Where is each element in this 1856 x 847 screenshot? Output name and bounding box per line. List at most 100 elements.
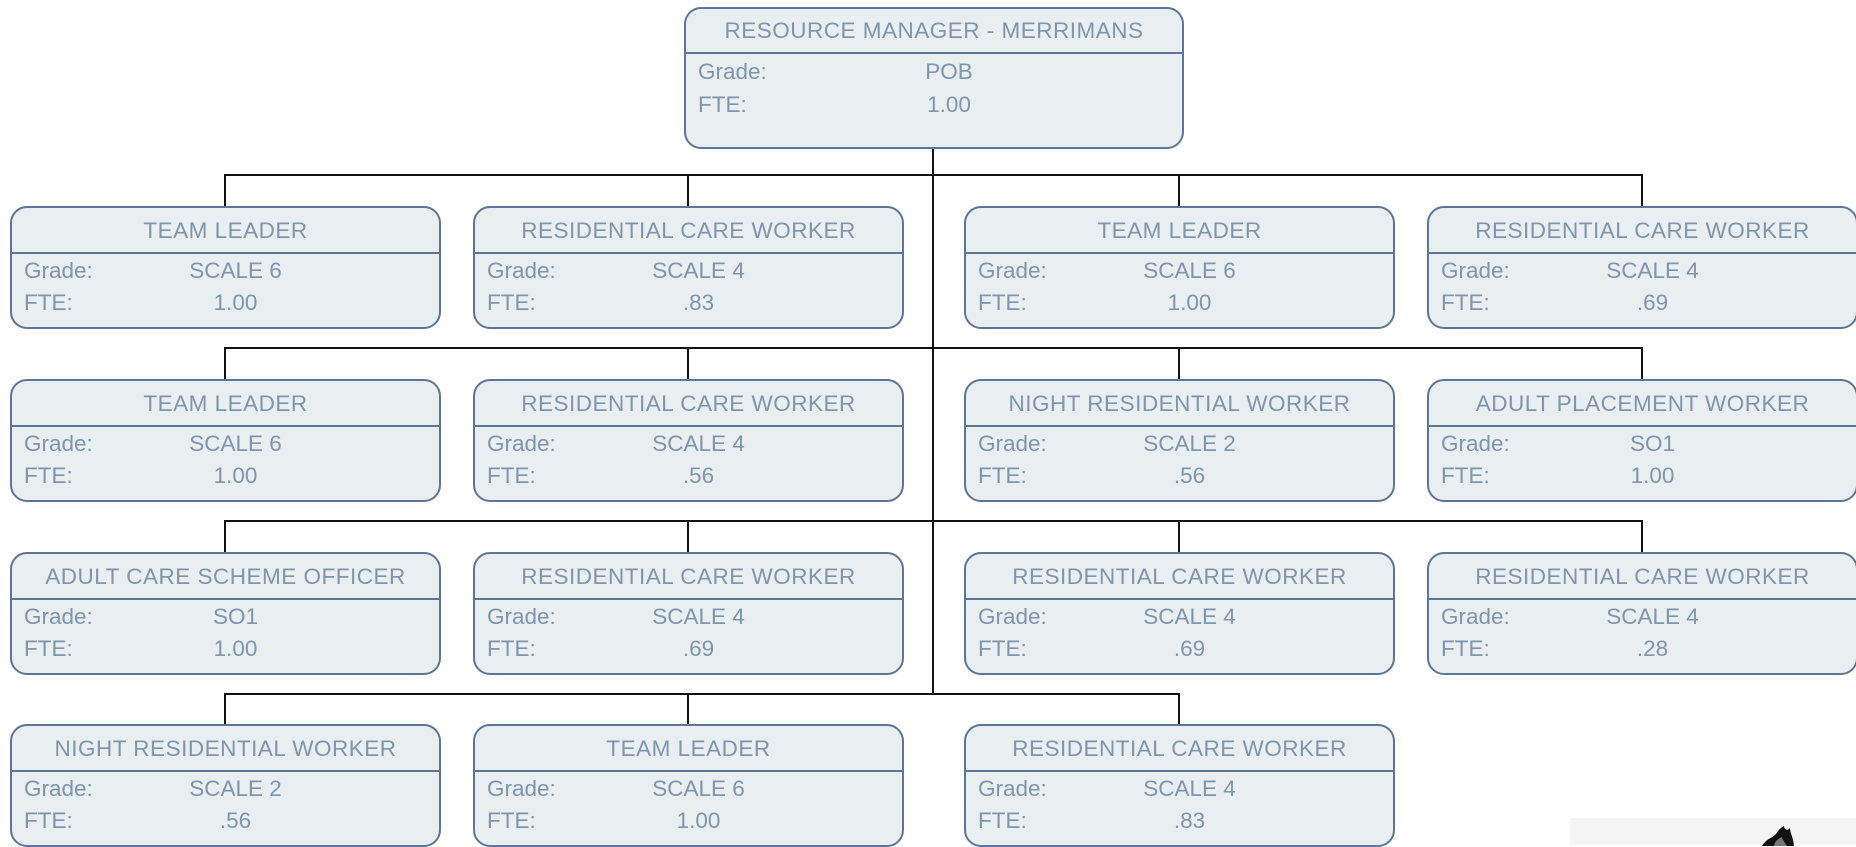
fte-row-value: 1.00: [676, 808, 721, 833]
grade-row-value: SO1: [1629, 431, 1676, 456]
fte-row-value: .83: [682, 290, 715, 315]
fte-row-value: .28: [1636, 636, 1669, 661]
grade-row-value: SCALE 4: [652, 431, 745, 456]
fte-row: FTE:.69: [1429, 286, 1856, 318]
grade-row: Grade:SCALE 4: [1429, 600, 1856, 632]
position-title: TEAM LEADER: [475, 726, 902, 772]
grade-row: Grade:SCALE 4: [475, 600, 902, 632]
fte-row-label: FTE:: [24, 290, 73, 315]
connector-drop: [1641, 347, 1643, 379]
connector-drop: [687, 347, 689, 379]
fte-row-value: .56: [682, 463, 715, 488]
cropped-logo-fragment: [1570, 818, 1856, 846]
grade-row-label: Grade:: [698, 59, 767, 84]
grade-row: Grade:SCALE 6: [12, 427, 439, 459]
connector-bus: [224, 174, 1643, 176]
grade-row-label: Grade:: [978, 258, 1047, 283]
grade-row: Grade:SCALE 6: [966, 254, 1393, 286]
fte-row-value: .69: [1636, 290, 1669, 315]
fte-row: FTE:.56: [12, 804, 439, 836]
fte-row: FTE: .28: [1429, 632, 1856, 664]
connector-trunk: [932, 147, 934, 694]
connector-bus: [224, 347, 1643, 349]
grade-row: Grade:SCALE 4: [475, 427, 902, 459]
fte-row-value: 1.00: [213, 636, 258, 661]
fte-row-value: 1.00: [927, 92, 971, 117]
fte-row: FTE:1.00: [12, 286, 439, 318]
connector-drop: [687, 174, 689, 206]
connector-drop: [1178, 520, 1180, 552]
grade-row-value: SCALE 4: [1143, 604, 1236, 629]
grade-row-label: Grade:: [1441, 431, 1510, 456]
position-title: ADULT CARE SCHEME OFFICER: [12, 554, 439, 600]
fte-row-label: FTE:: [978, 808, 1027, 833]
grade-row: Grade:SCALE 4: [475, 254, 902, 286]
grade-row: Grade: SCALE 6: [12, 254, 439, 286]
fte-row: FTE:1.00: [1429, 459, 1856, 491]
fte-row-label: FTE:: [978, 636, 1027, 661]
position-title: RESIDENTIAL CARE WORKER: [1429, 208, 1856, 254]
grade-row-value: SCALE 4: [1143, 776, 1236, 801]
position-title: RESOURCE MANAGER - MERRIMANS: [686, 9, 1182, 54]
position-title: RESIDENTIAL CARE WORKER: [475, 554, 902, 600]
fte-row: FTE:1.00: [966, 286, 1393, 318]
fte-row: FTE:.69: [475, 632, 902, 664]
grade-row-value: SCALE 6: [189, 258, 282, 283]
fte-row: FTE: .56: [475, 459, 902, 491]
grade-row-value: SO1: [212, 604, 259, 629]
fte-row-label: FTE:: [487, 636, 536, 661]
fte-row: FTE:.83: [475, 286, 902, 318]
fte-row-value: .56: [219, 808, 252, 833]
grade-row-label: Grade:: [487, 604, 556, 629]
grade-row: Grade: SCALE 4: [966, 600, 1393, 632]
position-title: TEAM LEADER: [12, 381, 439, 427]
connector-drop: [687, 693, 689, 724]
grade-row-value: SCALE 2: [1143, 431, 1236, 456]
grade-row: Grade: SCALE 6: [475, 772, 902, 804]
fte-row-label: FTE:: [487, 463, 536, 488]
connector-bus: [224, 693, 1180, 695]
connector-drop: [1178, 693, 1180, 724]
fte-row-value: .56: [1173, 463, 1206, 488]
grade-row-value: SCALE 6: [652, 776, 745, 801]
grade-row: Grade: SO1: [1429, 427, 1856, 459]
grade-row: Grade: SCALE 2: [12, 772, 439, 804]
position-title: TEAM LEADER: [966, 208, 1393, 254]
connector-drop: [1178, 174, 1180, 206]
grade-row-label: Grade:: [24, 258, 93, 283]
fte-row: FTE: 1.00: [686, 87, 1182, 120]
fte-row-label: FTE:: [698, 92, 747, 117]
grade-row: Grade: SO1: [12, 600, 439, 632]
grade-row-value: SCALE 6: [189, 431, 282, 456]
position-title: RESIDENTIAL CARE WORKER: [475, 381, 902, 427]
grade-row-label: Grade:: [978, 431, 1047, 456]
grade-row-label: Grade:: [487, 776, 556, 801]
connector-drop: [224, 693, 226, 724]
position-title: RESIDENTIAL CARE WORKER: [966, 554, 1393, 600]
grade-row-label: Grade:: [24, 776, 93, 801]
connector-drop: [1641, 520, 1643, 552]
grade-row: Grade:SCALE 4: [966, 772, 1393, 804]
fte-row: FTE:1.00: [12, 459, 439, 491]
fte-row: FTE:1.00: [12, 632, 439, 664]
fte-row: FTE:1.00: [475, 804, 902, 836]
fte-row-label: FTE:: [1441, 636, 1490, 661]
org-box: RESIDENTIAL CARE WORKER Grade: SCALE 4 FTE:…: [964, 552, 1395, 675]
position-title: RESIDENTIAL CARE WORKER: [966, 726, 1393, 772]
grade-row-label: Grade:: [24, 604, 93, 629]
grade-row-label: Grade:: [487, 258, 556, 283]
grade-row: Grade:SCALE 4: [1429, 254, 1856, 286]
connector-drop: [224, 174, 226, 206]
grade-row-value: SCALE 2: [189, 776, 282, 801]
grade-row-label: Grade:: [978, 604, 1047, 629]
